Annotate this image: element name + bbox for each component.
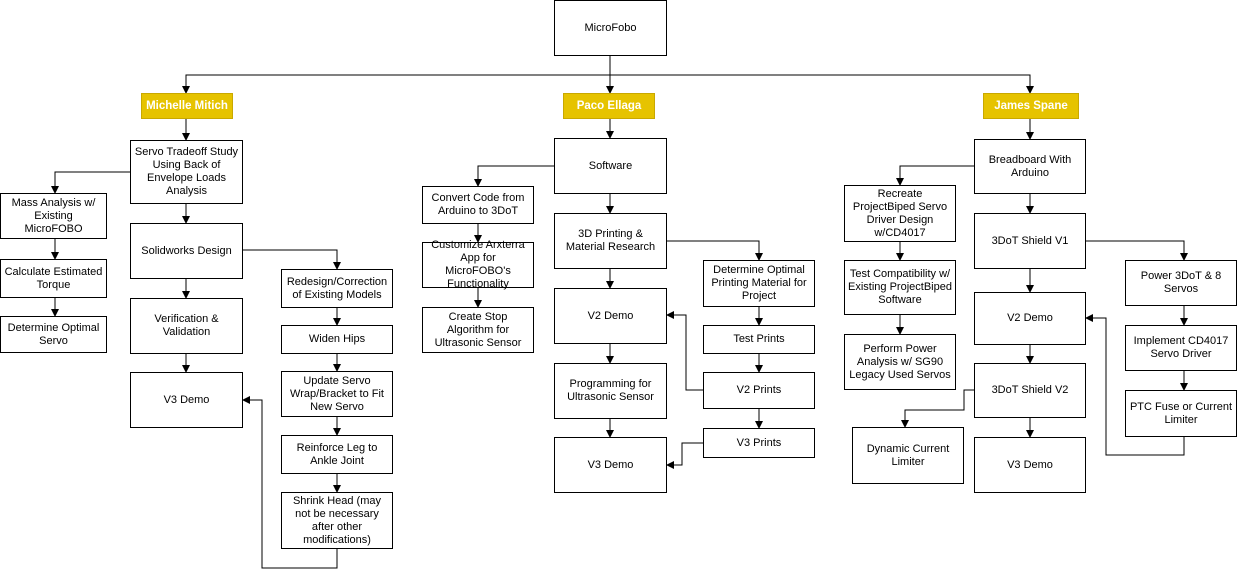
connector-v2prints-to-v2demo xyxy=(666,311,703,391)
node-v3-demo-james: V3 Demo xyxy=(974,437,1086,493)
node-v3-demo-michelle: V3 Demo xyxy=(130,372,243,428)
header-michelle: Michelle Mitich xyxy=(141,93,233,119)
node-reinforce-leg: Reinforce Leg to Ankle Joint xyxy=(281,435,393,474)
node-update-servo: Update Servo Wrap/Bracket to Fit New Ser… xyxy=(281,371,393,417)
node-solidworks: Solidworks Design xyxy=(130,223,243,279)
node-programming: Programming for Ultrasonic Sensor xyxy=(554,363,667,419)
connector-breadboard-to-recreate xyxy=(896,165,974,186)
node-shield-v1: 3DoT Shield V1 xyxy=(974,213,1086,269)
node-test-compat: Test Compatibility w/ Existing ProjectBi… xyxy=(844,260,956,315)
connector-shield2-to-dynamic xyxy=(901,389,974,428)
node-mass-analysis: Mass Analysis w/ Existing MicroFOBO xyxy=(0,193,107,239)
node-shield-v2: 3DoT Shield V2 xyxy=(974,363,1086,418)
node-calc-torque: Calculate Estimated Torque xyxy=(0,259,107,298)
node-ptc-fuse: PTC Fuse or Current Limiter xyxy=(1125,390,1237,437)
node-power-servos: Power 3DoT & 8 Servos xyxy=(1125,260,1237,306)
connector-tradeoff-to-mass xyxy=(51,171,130,194)
connector-solidworks-to-redesign xyxy=(243,249,341,270)
node-power-analysis: Perform Power Analysis w/ SG90 Legacy Us… xyxy=(844,334,956,390)
node-servo-tradeoff: Servo Tradeoff Study Using Back of Envel… xyxy=(130,140,243,204)
node-customize-app: Customize Arxterra App for MicroFOBO's F… xyxy=(422,239,534,290)
node-implement-cd4017: Implement CD4017 Servo Driver xyxy=(1125,325,1237,371)
connector-root-to-james xyxy=(610,74,1034,94)
node-widen-hips: Widen Hips xyxy=(281,325,393,354)
connector-research-to-material xyxy=(667,240,763,261)
node-optimal-material: Determine Optimal Printing Material for … xyxy=(703,260,815,307)
connector-shield1-to-powerservos xyxy=(1086,240,1188,261)
node-root: MicroFobo xyxy=(554,0,667,56)
connector-root-to-michelle xyxy=(182,56,611,94)
connector-v3prints-to-v3demo xyxy=(666,442,703,469)
node-test-prints: Test Prints xyxy=(703,325,815,354)
node-recreate: Recreate ProjectBiped Servo Driver Desig… xyxy=(844,185,956,242)
node-verification: Verification & Validation xyxy=(130,298,243,354)
node-stop-algorithm: Create Stop Algorithm for Ultrasonic Sen… xyxy=(422,307,534,353)
node-optimal-servo: Determine Optimal Servo xyxy=(0,316,107,353)
node-v3-demo-paco: V3 Demo xyxy=(554,437,667,493)
node-shrink-head: Shrink Head (may not be necessary after … xyxy=(281,492,393,549)
node-v2-demo-paco: V2 Demo xyxy=(554,288,667,344)
header-paco: Paco Ellaga xyxy=(563,93,655,119)
node-breadboard: Breadboard With Arduino xyxy=(974,139,1086,194)
node-redesign: Redesign/Correction of Existing Models xyxy=(281,269,393,308)
node-printing-research: 3D Printing & Material Research xyxy=(554,213,667,269)
header-james: James Spane xyxy=(983,93,1079,119)
node-convert-code: Convert Code from Arduino to 3DoT xyxy=(422,186,534,224)
node-v3-prints: V3 Prints xyxy=(703,428,815,458)
node-v2-prints: V2 Prints xyxy=(703,372,815,409)
connector-software-to-convert xyxy=(474,165,554,187)
node-dynamic-limiter: Dynamic Current Limiter xyxy=(852,427,964,484)
node-software: Software xyxy=(554,138,667,194)
node-v2-demo-james: V2 Demo xyxy=(974,292,1086,345)
